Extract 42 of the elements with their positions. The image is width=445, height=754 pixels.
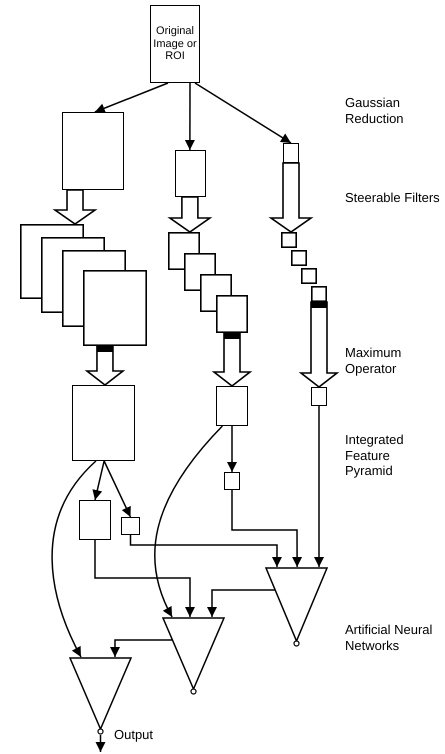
feature-map-box [283, 143, 299, 163]
arrow [94, 82, 168, 113]
arrow [207, 589, 275, 617]
arrow [94, 540, 195, 617]
feature-map-box [311, 387, 327, 406]
arrow [51, 460, 96, 658]
edge-label: Output [114, 727, 154, 743]
block-arrow [212, 332, 252, 388]
stage-label: Artificial Neural Networks [345, 622, 434, 654]
filter-stack-drawing [168, 232, 248, 333]
network-triangle [265, 567, 328, 647]
stage-label: Integrated Feature Pyramid [345, 432, 405, 479]
process-box [150, 5, 200, 83]
feature-map-box [79, 500, 111, 540]
arrow [96, 735, 106, 752]
block-arrow [167, 196, 212, 233]
arrow [92, 460, 105, 500]
feature-map-box [175, 150, 206, 197]
stage-label: Gaussian Reduction [345, 95, 405, 126]
feature-map-box [121, 517, 140, 535]
feature-map-box [216, 386, 248, 426]
arrow [314, 406, 324, 567]
arrow [227, 426, 237, 472]
block-arrow [298, 301, 340, 388]
node-text: Original Image or ROI [152, 25, 198, 63]
arrow [154, 426, 223, 618]
feature-map-box [72, 385, 135, 461]
arrow [231, 490, 302, 567]
stage-label: Maximum Operator [345, 345, 402, 376]
filter-stack-drawing [20, 224, 147, 346]
block-arrow [268, 162, 314, 233]
feature-map-box [62, 112, 124, 190]
stage-label: Steerable Filters [345, 190, 440, 206]
arrow [130, 535, 282, 567]
filter-stack-drawing [281, 232, 327, 302]
arrow [110, 639, 172, 657]
network-triangle [162, 617, 225, 695]
block-arrow [52, 189, 98, 225]
arrow [194, 82, 292, 144]
arrow [184, 83, 195, 150]
feature-map-box [224, 472, 240, 490]
arrow [103, 460, 132, 518]
